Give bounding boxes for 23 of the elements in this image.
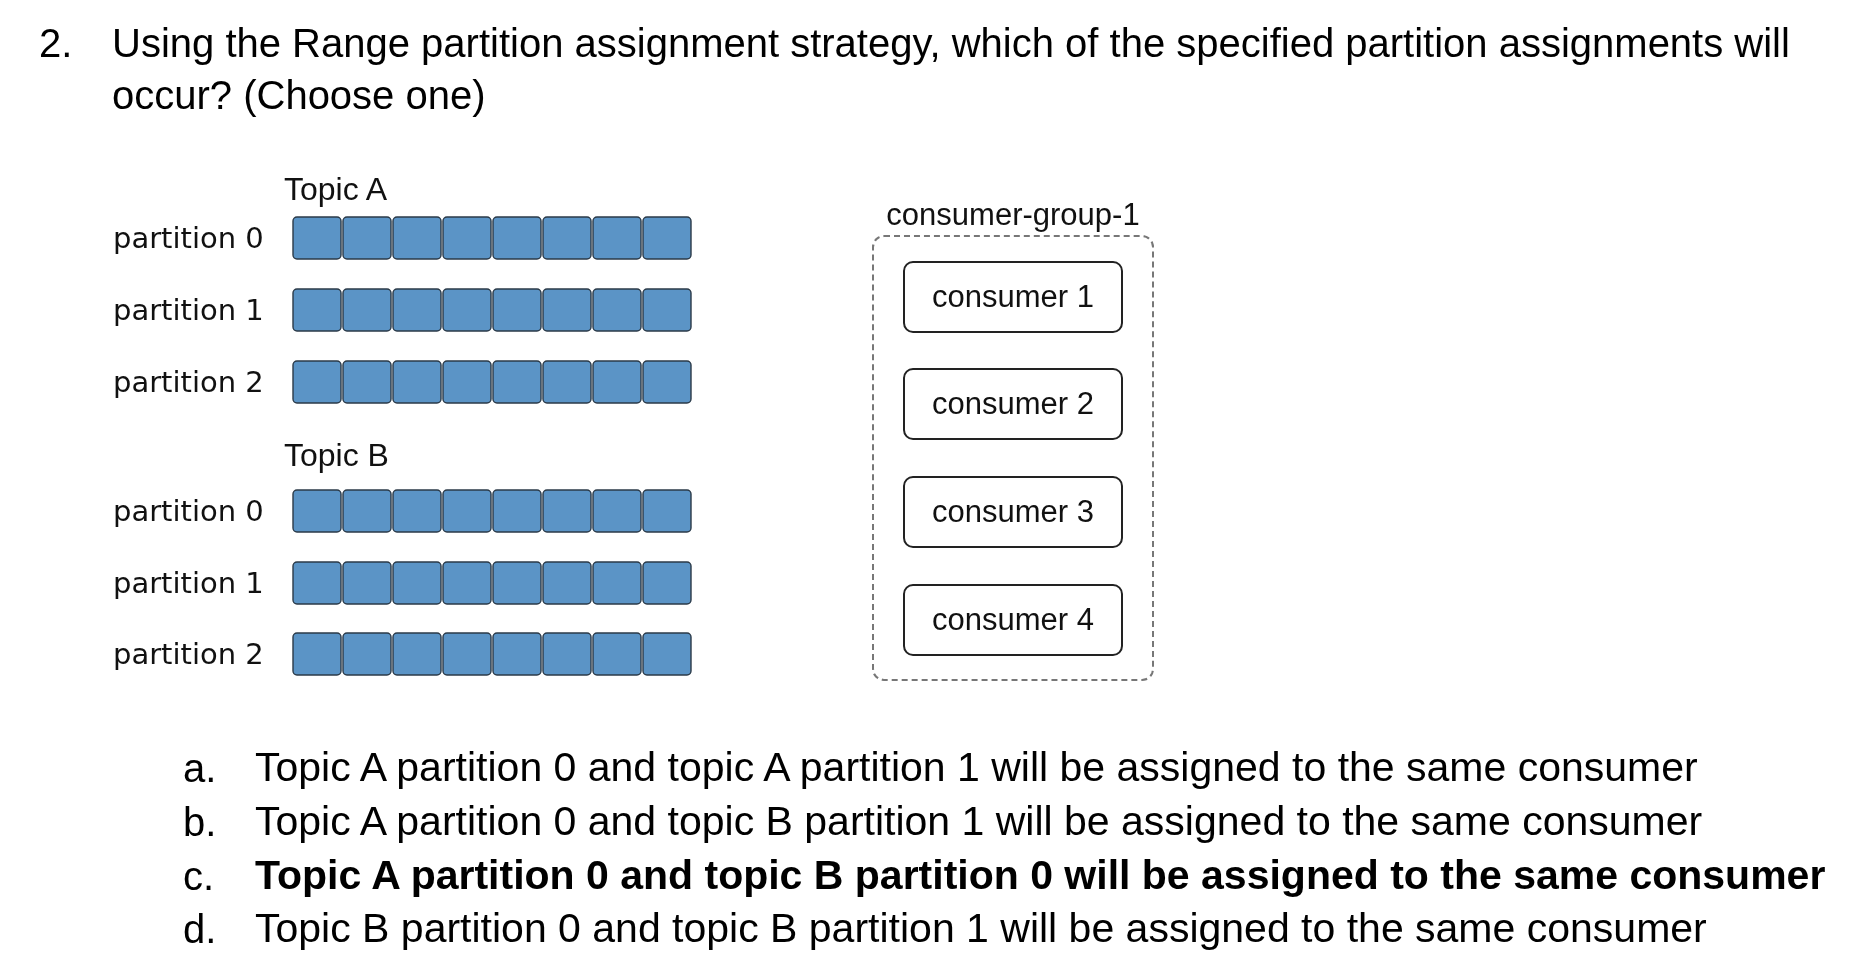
answer-option: Topic B partition 0 and topic B partition 1 will be assigned to the same consumer <box>255 903 1707 955</box>
topic-label: Topic A <box>284 170 388 209</box>
answer-option: Topic A partition 0 and topic B partition 0 will be assigned to the same consumer <box>255 850 1826 902</box>
consumer-box: consumer 3 <box>903 476 1123 548</box>
topic-label: Topic B <box>284 436 389 475</box>
answer-option: Topic A partition 0 and topic A partition 1 will be assigned to the same consumer <box>255 742 1698 794</box>
option-letter: a. <box>183 745 217 792</box>
consumer-box: consumer 1 <box>903 261 1123 333</box>
answer-option: Topic A partition 0 and topic B partition 1 will be assigned to the same consumer <box>255 796 1703 848</box>
question-number: 2. <box>39 20 73 67</box>
group-heading: consumer-group-1 <box>885 196 1141 235</box>
question-text: Using the Range partition assignment strategy, which of the specified partition assignments will occur? (Choose one) <box>112 20 1791 119</box>
partition-label: partition 2 <box>113 635 264 673</box>
partition-label: partition 1 <box>113 291 264 329</box>
option-letter: b. <box>183 799 217 846</box>
option-letter: c. <box>183 853 215 900</box>
partition-label: partition 2 <box>113 363 264 401</box>
consumer-box: consumer 4 <box>903 584 1123 656</box>
consumer-box: consumer 2 <box>903 368 1123 440</box>
partition-label: partition 0 <box>113 492 264 530</box>
option-letter: d. <box>183 906 217 953</box>
partition-label: partition 0 <box>113 219 264 257</box>
partition-label: partition 1 <box>113 564 264 602</box>
